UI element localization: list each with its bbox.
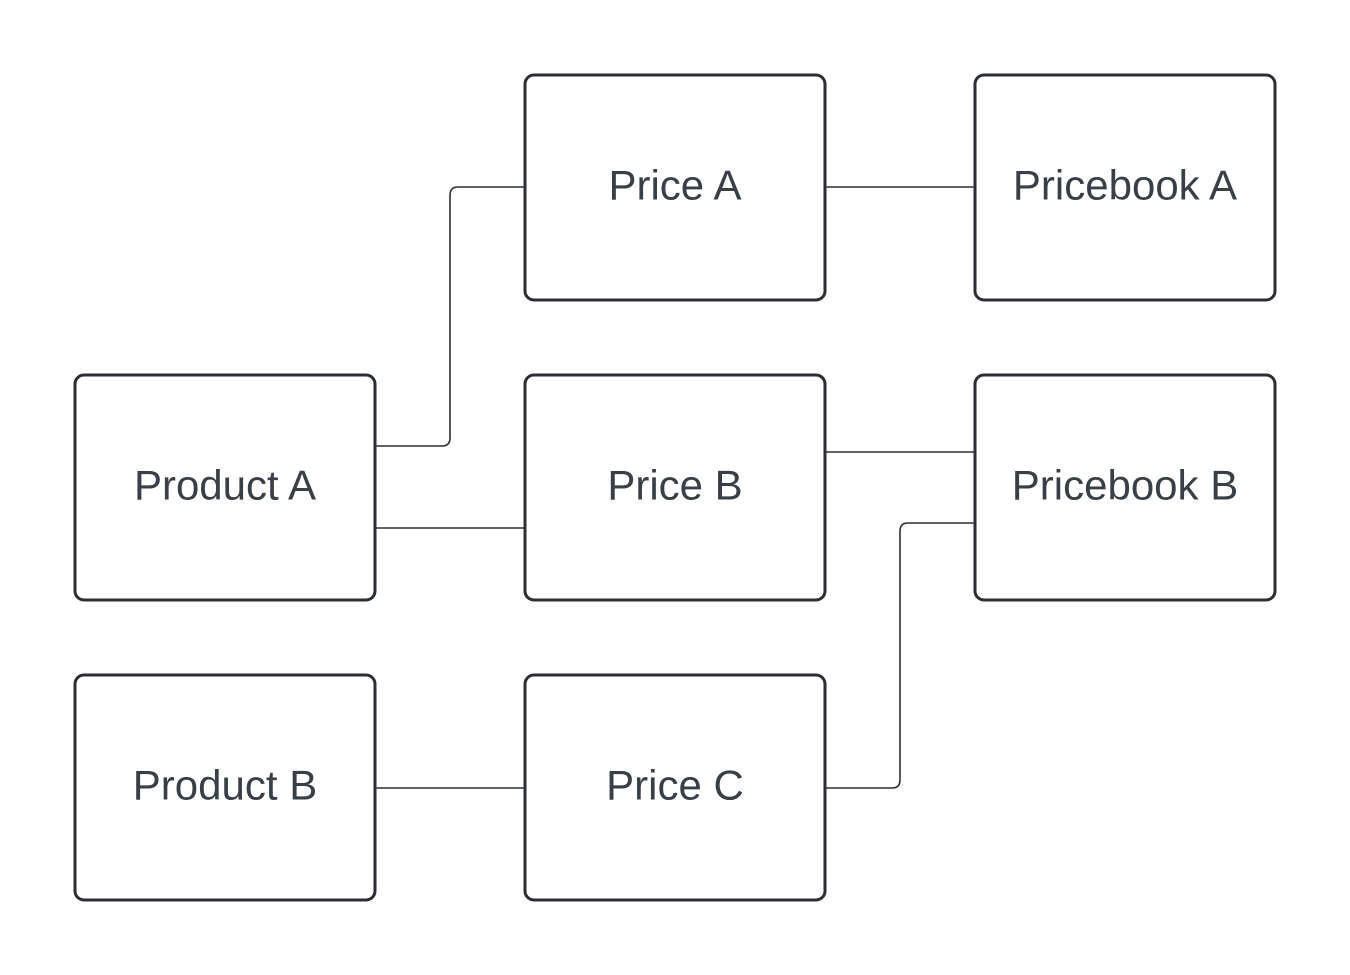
node-product-b[interactable]: Product B: [73, 673, 377, 902]
edge-price-c-pricebook-b: [826, 522, 974, 789]
node-label: Product B: [133, 762, 317, 809]
edge-product-a-price-a: [376, 186, 524, 447]
node-price-c[interactable]: Price C: [523, 673, 827, 902]
node-label: Pricebook A: [1013, 162, 1237, 209]
node-pricebook-b[interactable]: Pricebook B: [973, 373, 1277, 602]
node-label: Product A: [134, 462, 316, 509]
node-price-a[interactable]: Price A: [523, 73, 827, 302]
node-label: Price B: [607, 462, 742, 509]
node-label: Price A: [608, 162, 741, 209]
node-product-a[interactable]: Product A: [73, 373, 377, 602]
node-price-b[interactable]: Price B: [523, 373, 827, 602]
node-pricebook-a[interactable]: Pricebook A: [973, 73, 1277, 302]
node-label: Price C: [606, 762, 744, 809]
node-label: Pricebook B: [1012, 462, 1238, 509]
